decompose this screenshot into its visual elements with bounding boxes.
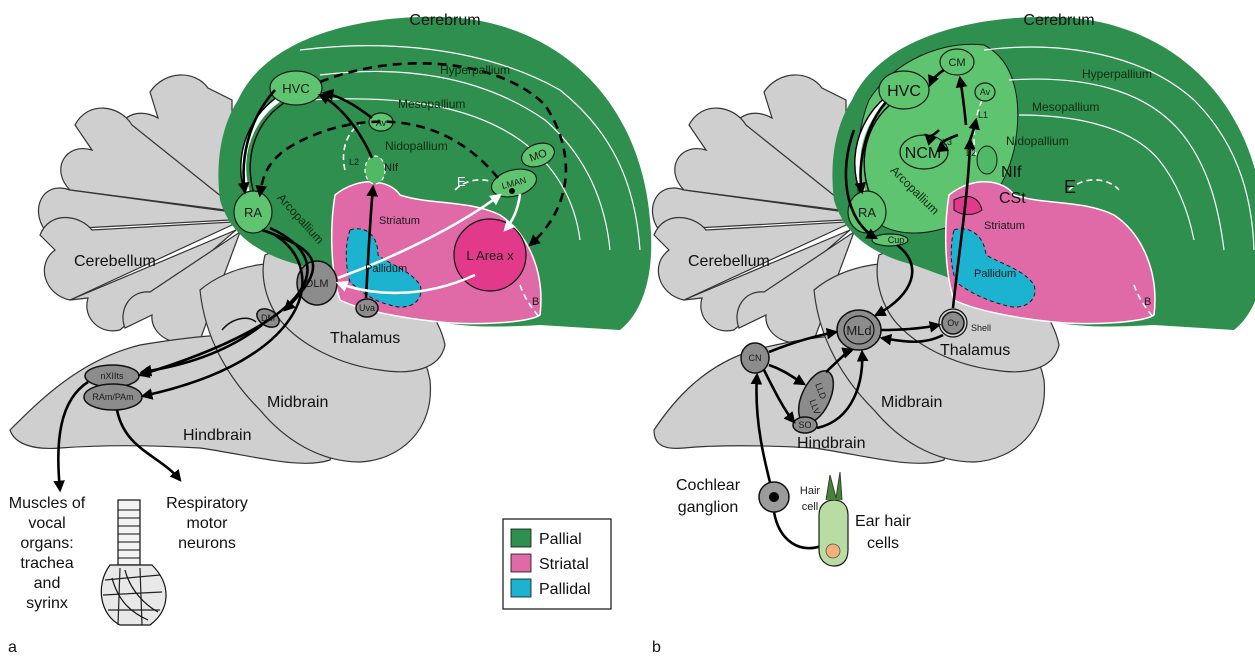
svg-text:neurons: neurons: [178, 535, 236, 552]
panel-a-cerebellum-label: Cerebellum: [74, 253, 156, 270]
legend-label-striatal: Striatal: [539, 556, 589, 573]
panel-b-ncm-label: NCM: [905, 145, 941, 162]
svg-text:Cochlear: Cochlear: [676, 477, 741, 494]
panel-a-ra-label: RA: [244, 205, 262, 220]
panel-a-hindbrain-label: Hindbrain: [183, 427, 251, 444]
cochlear-ganglion-label: Cochlear ganglion: [676, 477, 741, 516]
svg-text:vocal: vocal: [28, 515, 65, 532]
panel-a-hvc-label: HVC: [282, 81, 309, 96]
panel-a-pallidum-label: Pallidum: [365, 263, 407, 275]
panel-b-pallidum-label: Pallidum: [974, 268, 1016, 280]
panel-b-cm-label: CM: [948, 57, 965, 69]
panel-a-e-label: E: [457, 174, 466, 189]
legend-swatch-pallidal: [511, 579, 531, 597]
panel-a-cerebrum-label: Cerebrum: [409, 12, 480, 29]
svg-text:Muscles of: Muscles of: [9, 495, 86, 512]
panel-a-av-label: Av: [376, 118, 387, 128]
panel-a-hyperpallium-label: Hyperpallium: [440, 63, 510, 77]
panel-b-l2-label: L2: [966, 148, 976, 158]
svg-text:Respiratory: Respiratory: [166, 495, 248, 512]
panel-b-mesopallium-label: Mesopallium: [1032, 100, 1099, 114]
panel-b-hvc-label: HVC: [887, 83, 921, 100]
svg-text:trachea: trachea: [20, 555, 73, 572]
muscles-label: Muscles of vocal organs: trachea and syr…: [9, 495, 86, 612]
panel-b-l3-label: L3: [942, 137, 952, 147]
panel-a-dm-label: DM: [261, 313, 275, 323]
panel-b-b-label: B: [1144, 296, 1151, 308]
panel-b-cerebellum-label: Cerebellum: [688, 253, 770, 270]
svg-text:motor: motor: [187, 515, 229, 532]
panel-b-hindbrain-label: Hindbrain: [797, 435, 865, 452]
panel-b-midbrain-label: Midbrain: [881, 394, 942, 411]
svg-text:organs:: organs:: [20, 535, 73, 552]
nif-nucleus: [365, 156, 385, 184]
svg-text:and: and: [34, 575, 61, 592]
panel-a-mesopallium-label: Mesopallium: [398, 97, 465, 111]
legend-label-pallidal: Pallidal: [539, 581, 591, 598]
legend-swatch-striatal: [511, 554, 531, 572]
svg-text:ganglion: ganglion: [678, 499, 739, 516]
panel-a-dlm-label: DLM: [305, 278, 328, 290]
panel-a-uva-label: Uva: [359, 303, 375, 313]
panel-b-cerebrum-label: Cerebrum: [1023, 12, 1094, 29]
panel-a-letter: a: [8, 639, 17, 656]
panel-a-striatum-label: Striatum: [379, 215, 420, 227]
panel-b-cn-label: CN: [749, 353, 762, 363]
hair-cell-label: Hair cell: [800, 485, 821, 513]
ear-hair-cells-label: Ear hair cells: [855, 513, 912, 552]
panel-b-shell-label: Shell: [971, 323, 991, 333]
legend-label-pallial: Pallial: [539, 531, 582, 548]
panel-a-nif-label: NIf: [384, 162, 399, 174]
svg-text:syrinx: syrinx: [26, 595, 68, 612]
panel-b-l1-label: L1: [978, 110, 988, 120]
panel-a-rampam-label: RAm/PAm: [92, 392, 133, 402]
panel-a-nidopallium-label: Nidopallium: [385, 139, 448, 153]
panel-a-l2-label: L2: [349, 157, 359, 167]
nif-nucleus: [977, 146, 997, 174]
panel-b-cst-label: CSt: [999, 190, 1026, 207]
panel-b-hyperpallium-label: Hyperpallium: [1082, 67, 1152, 81]
respiratory-label: Respiratory motor neurons: [166, 495, 248, 552]
trachea-syrinx-illustration: [101, 500, 166, 625]
panel-a-midbrain-label: Midbrain: [267, 394, 328, 411]
panel-b-ov-label: Ov: [947, 318, 959, 328]
panel-b-cup-label: Cup: [888, 235, 905, 245]
legend: Pallial Striatal Pallidal: [503, 519, 611, 609]
panel-a-area-x-label: L Area x: [466, 248, 514, 263]
svg-text:cell: cell: [802, 501, 819, 513]
panel-a-thalamus-label: Thalamus: [330, 330, 400, 347]
svg-text:Ear hair: Ear hair: [855, 513, 912, 530]
panel-b-striatum-label: Striatum: [984, 220, 1025, 232]
svg-text:cells: cells: [867, 535, 899, 552]
panel-a-nxiits-label: nXIIts: [100, 371, 124, 381]
panel-a-b-label: B: [532, 296, 539, 308]
panel-b-so-label: SO: [798, 420, 811, 430]
panel-b: Cerebrum Hyperpallium Mesopallium Nidopa…: [652, 12, 1255, 656]
panel-b-letter: b: [652, 639, 661, 656]
panel-b-nidopallium-label: Nidopallium: [1006, 134, 1069, 148]
panel-b-e-label: E: [1064, 177, 1076, 197]
panel-b-mld-label: MLd: [846, 323, 871, 338]
svg-text:Hair: Hair: [800, 485, 821, 497]
panel-b-av-label: Av: [980, 87, 991, 97]
legend-swatch-pallial: [511, 529, 531, 547]
panel-b-thalamus-label: Thalamus: [940, 342, 1010, 359]
panel-b-ra-label: RA: [858, 205, 876, 220]
panel-b-nif-label: NIf: [1001, 164, 1022, 181]
